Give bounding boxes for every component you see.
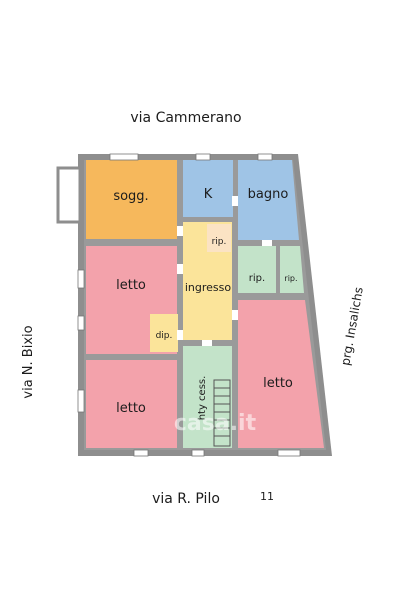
label-living: sogg.: [113, 189, 148, 204]
room-storage-right: [280, 246, 304, 293]
street-label-south: via R. Pilo: [152, 491, 220, 507]
label-storage-mid: rip.: [249, 273, 265, 284]
street-label-west: via N. Bixio: [21, 325, 36, 398]
label-storage-small: rip.: [212, 237, 227, 247]
room-bedroom-bottom-left: [86, 360, 177, 448]
room-storage-mid: [238, 246, 276, 293]
street-number-south: 11: [260, 490, 274, 503]
room-closet: [150, 314, 178, 352]
room-kitchen: [183, 160, 233, 217]
room-bedroom-right: [238, 300, 324, 448]
room-stairwell: [183, 346, 232, 448]
street-label-north: via Cammerano: [130, 110, 241, 126]
watermark-logo: casa.it: [174, 411, 257, 436]
label-stairwell: hty cess.: [197, 376, 208, 421]
label-hall: ingresso: [185, 281, 232, 294]
windows: [77, 153, 301, 457]
street-label-east: prg. Insalichs: [338, 286, 366, 367]
room-bathroom: [238, 160, 299, 240]
label-storage-right: rip.: [284, 274, 297, 283]
label-bathroom: bagno: [248, 187, 289, 202]
room-living: [86, 160, 177, 239]
label-closet: dip.: [156, 331, 173, 341]
balcony: [56, 166, 82, 224]
label-kitchen: K: [204, 187, 213, 202]
label-bedroom-right: letto: [263, 376, 293, 391]
doors: [177, 196, 272, 346]
stairs: [213, 379, 231, 447]
room-storage-small: [207, 224, 231, 252]
label-bedroom-bottom-left: letto: [116, 401, 146, 416]
label-bedroom-top-left: letto: [116, 278, 146, 293]
